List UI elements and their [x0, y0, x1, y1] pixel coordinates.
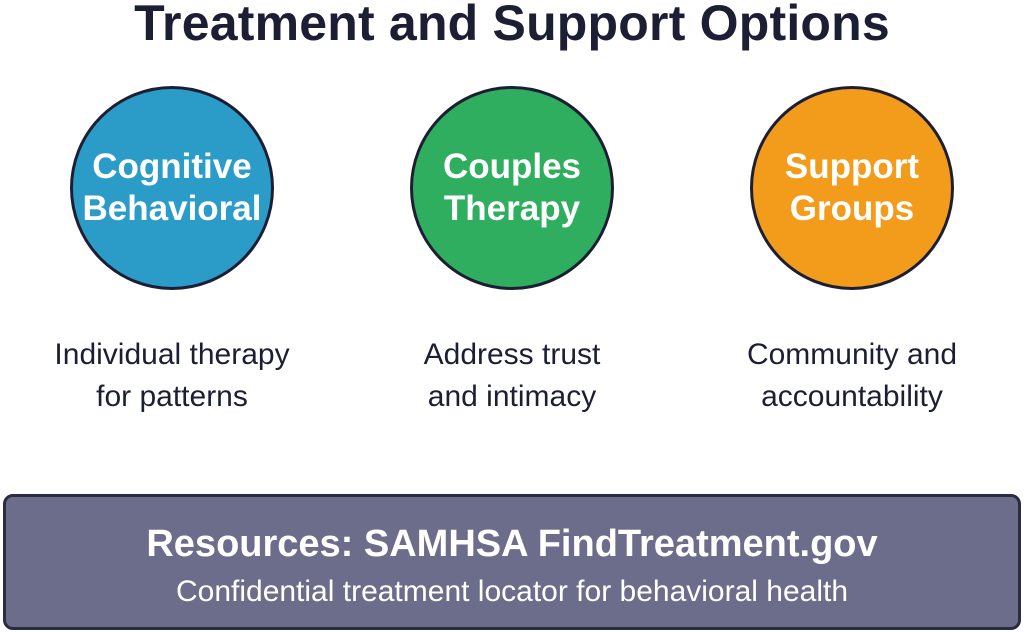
option-circle-couples-therapy: Couples Therapy	[410, 86, 614, 290]
description-line2: for patterns	[96, 380, 248, 413]
resources-subtitle: Confidential treatment locator for behav…	[175, 575, 849, 608]
option-name-line1: Couples	[442, 147, 582, 186]
option-name-line2: Behavioral	[82, 189, 262, 228]
resources-title: Resources: SAMHSA FindTreatment.gov	[146, 523, 878, 565]
option-circle-cognitive-behavioral: Cognitive Behavioral	[70, 86, 274, 290]
page-title: Treatment and Support Options	[134, 0, 890, 51]
option-name-line2: Groups	[789, 189, 915, 228]
description-line2: and intimacy	[427, 380, 597, 413]
option-name-line1: Cognitive	[92, 147, 252, 186]
option-description-support-groups: Community and accountability	[682, 334, 1022, 418]
option-name-line1: Support	[784, 147, 920, 186]
description-line1: Address trust	[423, 338, 601, 371]
description-line2: accountability	[761, 380, 943, 413]
resources-banner: Resources: SAMHSA FindTreatment.gov Conf…	[3, 494, 1021, 630]
option-circle-support-groups: Support Groups	[750, 86, 954, 290]
description-line1: Individual therapy	[54, 338, 290, 371]
option-description-couples-therapy: Address trust and intimacy	[342, 334, 682, 418]
description-line1: Community and	[746, 338, 958, 371]
option-description-cognitive-behavioral: Individual therapy for patterns	[2, 334, 342, 418]
option-name-line2: Therapy	[443, 189, 581, 228]
